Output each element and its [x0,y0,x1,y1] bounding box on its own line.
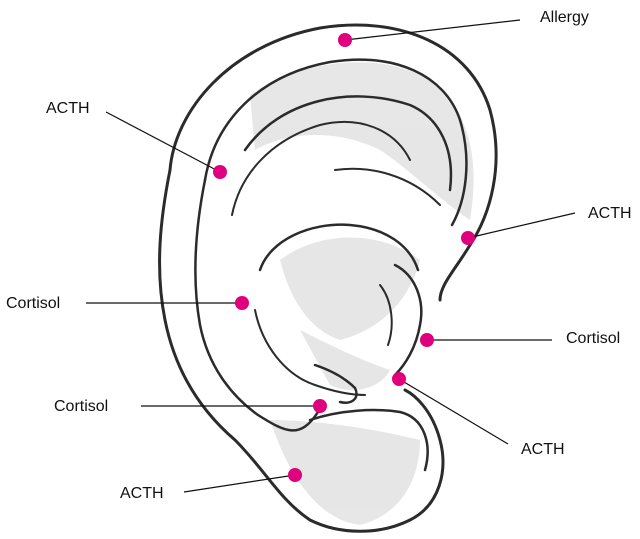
point-acth-right-low [392,372,406,386]
leader-acth-upper-left [106,112,220,172]
leader-acth-right-low [399,379,508,444]
leader-allergy [345,20,520,40]
point-cortisol-left-mid [235,296,249,310]
point-acth-lobe [288,468,302,482]
point-acth-upper-right [461,231,475,245]
point-acth-upper-left [213,165,227,179]
point-cortisol-right-mid [420,333,434,347]
label-acth-upper-left: ACTH [46,100,90,117]
label-cortisol-right-mid: Cortisol [566,330,620,347]
label-cortisol-left-low: Cortisol [54,398,108,415]
point-cortisol-left-low [313,399,327,413]
point-allergy [338,33,352,47]
label-acth-upper-right: ACTH [588,205,632,222]
label-acth-lobe: ACTH [120,485,164,502]
label-allergy: Allergy [540,9,589,26]
label-acth-right-low: ACTH [521,441,565,458]
label-cortisol-left-mid: Cortisol [6,295,60,312]
ear-illustration [160,25,497,531]
